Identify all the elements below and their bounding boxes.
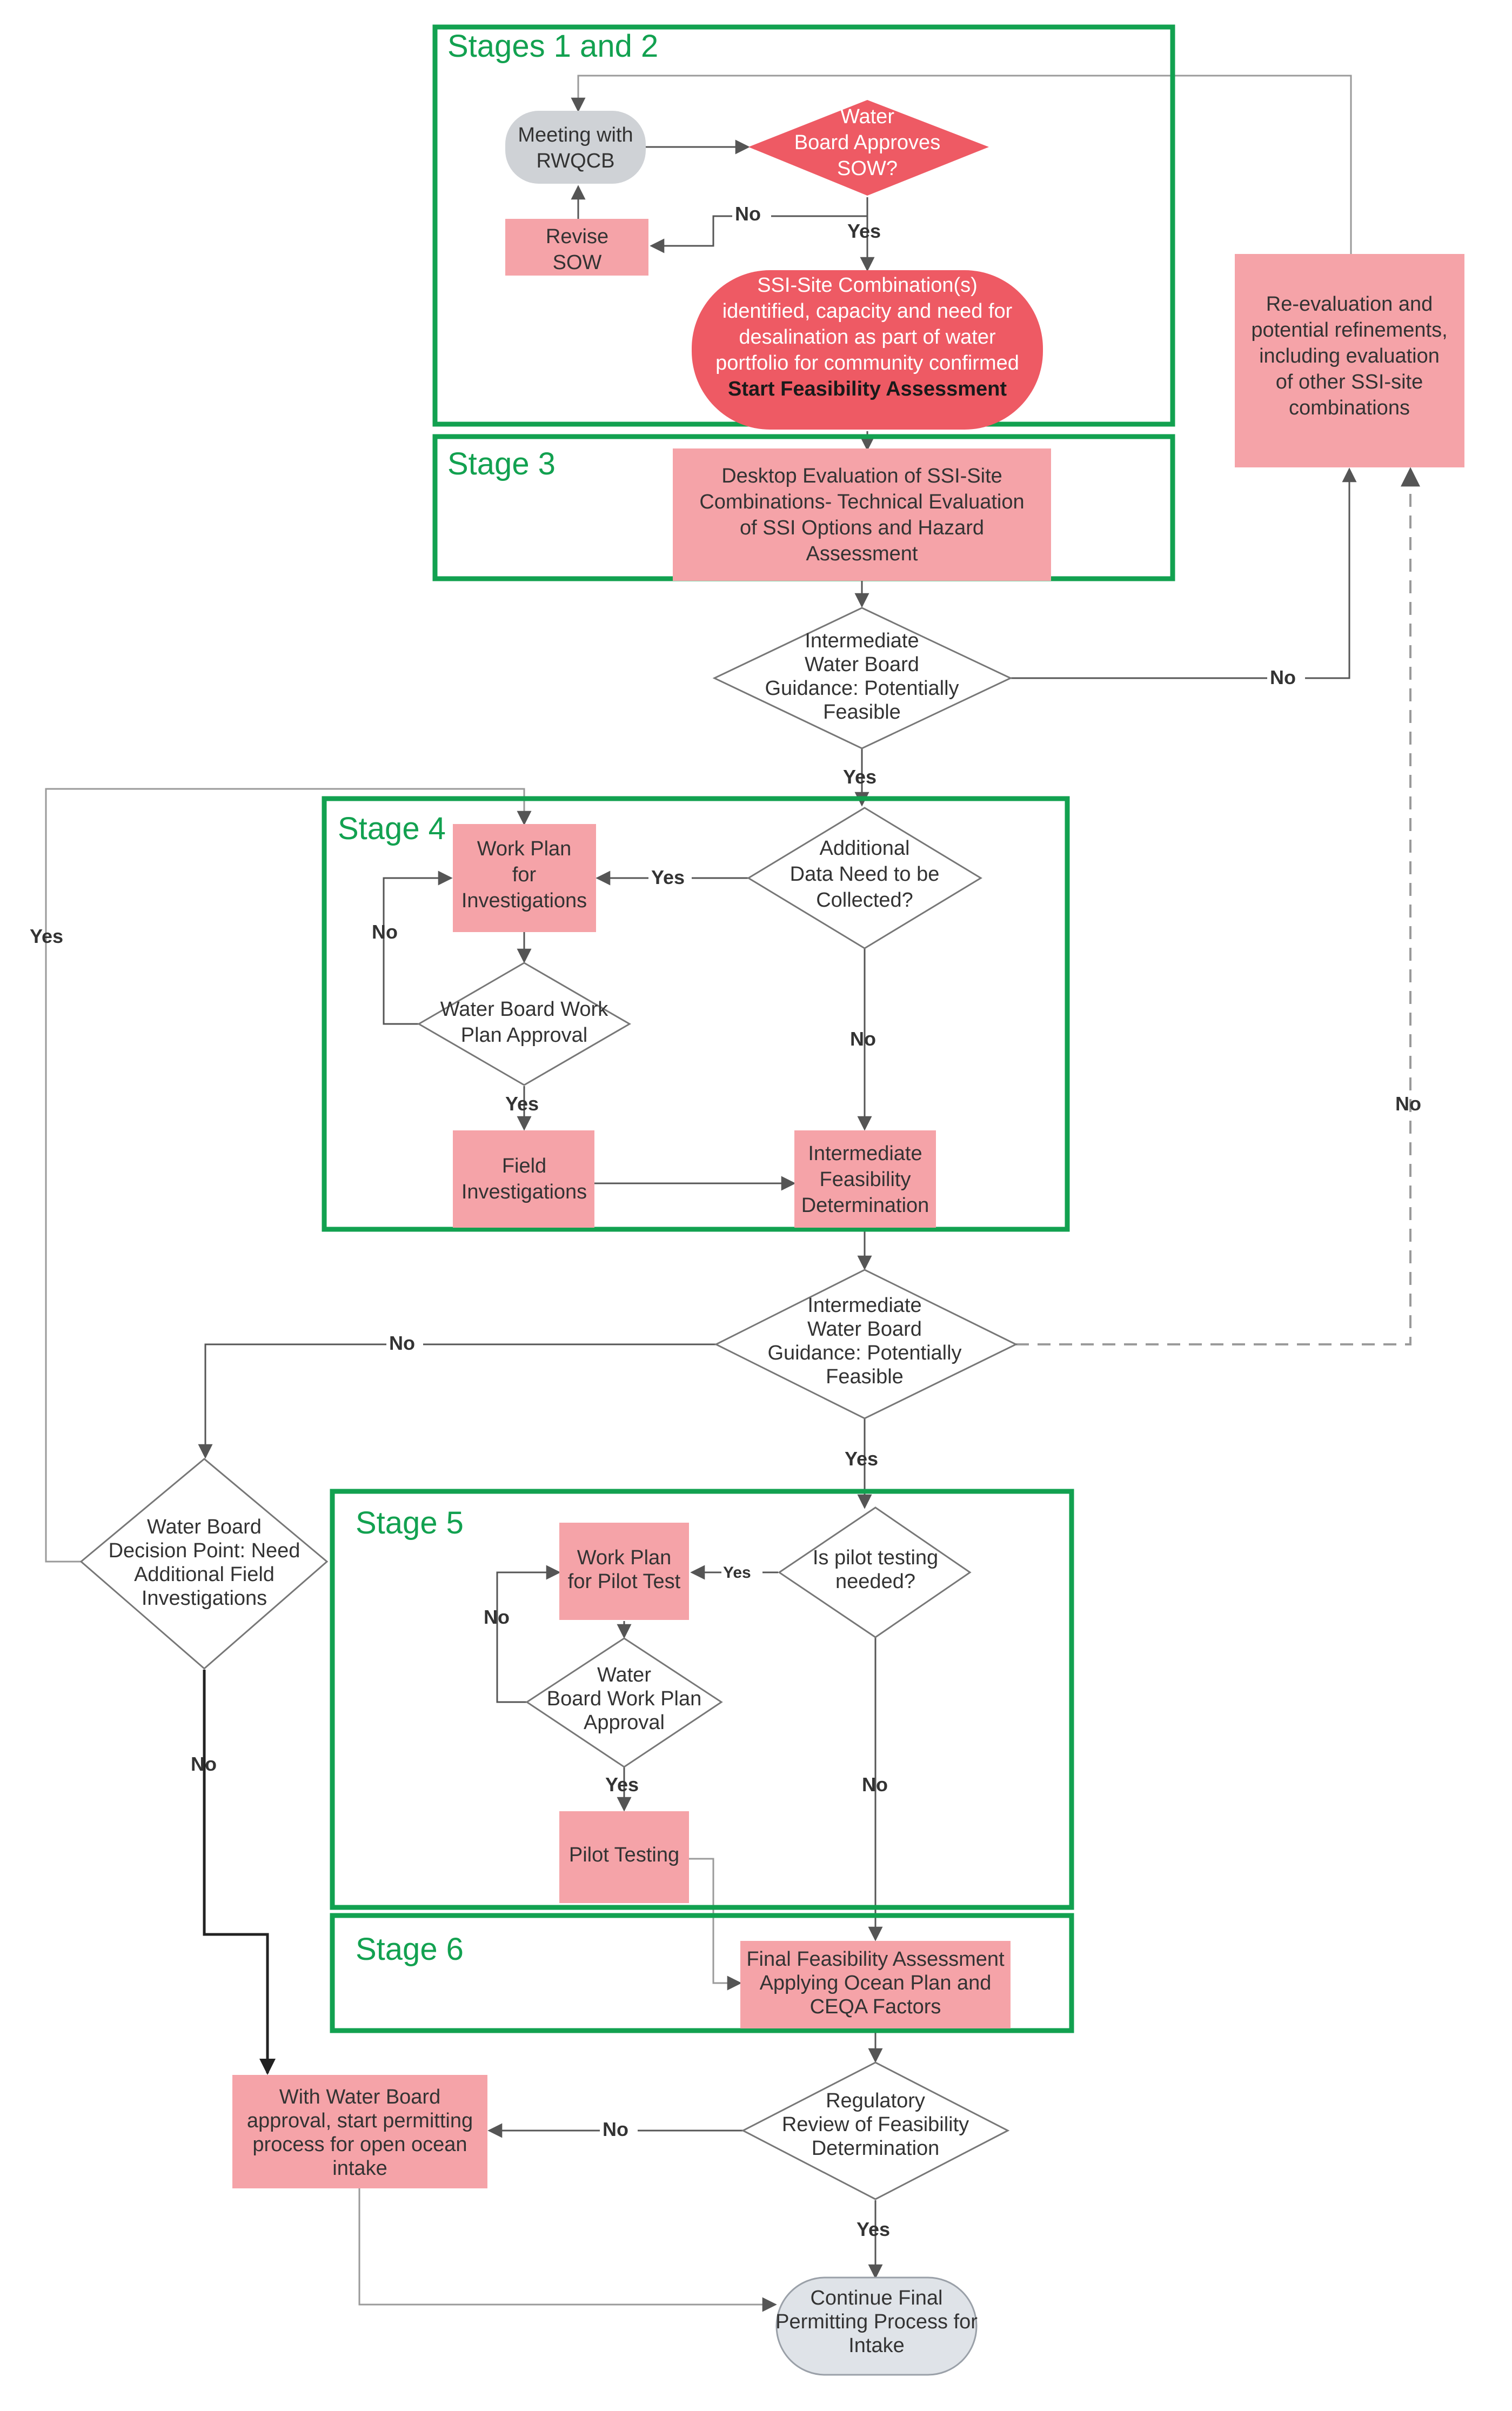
- label-guidance2-yes: Yes: [845, 1448, 878, 1470]
- svg-text:Pilot Testing: Pilot Testing: [569, 1844, 679, 1866]
- edge-reeval-to-meeting: [571, 75, 1352, 254]
- label-decision-yes: Yes: [30, 925, 63, 947]
- edge-labels: No Yes No Yes Yes No Yes No Yes No No Ye…: [30, 203, 1421, 2240]
- label-guidance2-no-left: No: [389, 1332, 415, 1354]
- stage-frame-5: [330, 1489, 1074, 1910]
- svg-text:Start Feasibility Assessment: Start Feasibility Assessment: [728, 378, 1007, 400]
- stage-title-6: Stage 6: [356, 1932, 464, 1967]
- stage-title-3: Stage 3: [447, 446, 556, 481]
- edge-pilotapproval-to-workplan: [496, 1565, 561, 1703]
- label-approval-no: No: [372, 921, 398, 943]
- stage-title-4: Stage 4: [338, 811, 446, 846]
- label-guidance1-yes: Yes: [843, 766, 877, 788]
- label-additional-yes: Yes: [651, 866, 685, 888]
- label-approve-no: No: [735, 203, 761, 225]
- edge-decision-to-workplan: [45, 788, 532, 1563]
- stage-frame-6: [330, 1913, 1074, 2033]
- label-guidance2-no-right: No: [1395, 1093, 1421, 1115]
- stage-frame-4: [322, 796, 1070, 1232]
- stage-title-5: Stage 5: [356, 1505, 464, 1541]
- edge-guidance2-to-decision: [198, 1343, 719, 1459]
- edge-decision-to-openocean: [203, 1670, 276, 2075]
- label-pilotneeded-yes: Yes: [723, 1564, 751, 1582]
- label-regulatory-yes: Yes: [857, 2218, 890, 2240]
- label-pilotneeded-no: No: [862, 1773, 888, 1796]
- node-ssi-site: SSI-Site Combination(s)identified, capac…: [692, 270, 1043, 430]
- label-guidance1-no: No: [1270, 666, 1296, 688]
- label-decision-no: No: [191, 1753, 217, 1775]
- svg-text:SSI-Site Combination(s)identif: SSI-Site Combination(s)identified, capac…: [715, 274, 1019, 374]
- edge-openocean-to-continue: [358, 2188, 777, 2312]
- label-additional-no: No: [850, 1028, 876, 1050]
- edge-approval-to-workplan: [383, 870, 453, 1025]
- label-pilotapproval-yes: Yes: [605, 1773, 639, 1796]
- label-regulatory-no: No: [603, 2118, 628, 2140]
- label-pilotapproval-no: No: [484, 1606, 510, 1628]
- label-approve-yes: Yes: [847, 220, 881, 242]
- svg-text:Desktop Evaluation of SSI-Site: Desktop Evaluation of SSI-SiteCombinatio…: [699, 465, 1024, 565]
- edge-guidance1-to-reeval: [1011, 467, 1357, 679]
- edge-guidance2-to-reeval: [1016, 467, 1420, 1345]
- edge-pilottest-to-final: [689, 1858, 742, 1991]
- label-approval-yes: Yes: [505, 1093, 539, 1115]
- edges: [45, 75, 1420, 2312]
- stage-title-1-2: Stages 1 and 2: [447, 29, 658, 64]
- node-pilot-testing: Pilot Testing: [559, 1811, 689, 1903]
